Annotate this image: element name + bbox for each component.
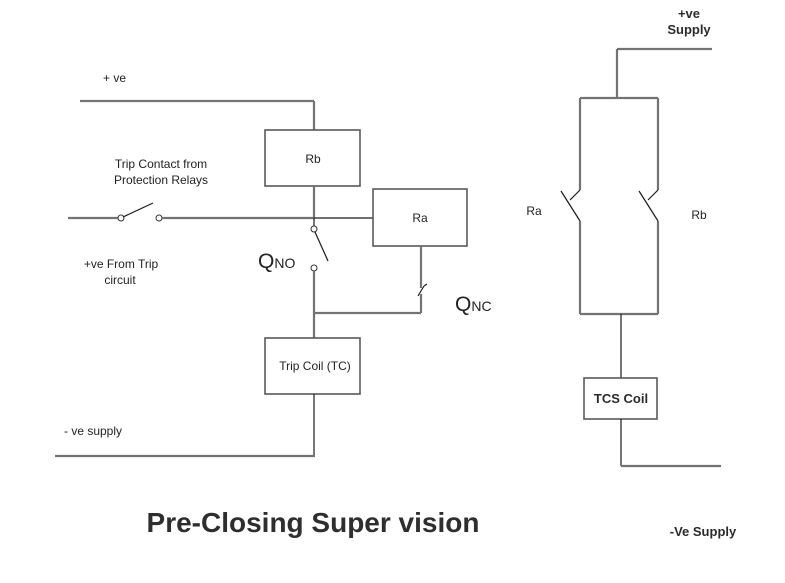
relay-rb-box	[264, 129, 361, 187]
trip-input-label-line1: +ve From Trip	[84, 257, 159, 271]
trip-contact-blade	[122, 202, 154, 218]
qnc-contact-tip	[423, 283, 428, 287]
diagram-title: Pre-Closing Super vision	[147, 507, 480, 538]
right-rb-label: Rb	[691, 208, 707, 222]
qnc-contact-mark	[417, 285, 425, 297]
qno-blade	[314, 231, 329, 262]
ra-contact-hook	[569, 189, 581, 201]
trip-coil-label: Trip Coil (TC)	[279, 359, 351, 373]
ra-contact-blade	[560, 190, 581, 222]
tcs-coil-label: TCS Coil	[594, 391, 648, 406]
qnc-label: QNC	[455, 293, 492, 316]
positive-label: + ve	[103, 71, 126, 85]
trip-contact-label-line2: Protection Relays	[114, 173, 208, 187]
trip-contact-terminal-right	[155, 214, 163, 222]
qno-terminal-top	[310, 225, 318, 233]
trip-contact-label-line1: Trip Contact from	[115, 157, 207, 171]
negative-label: - ve supply	[64, 424, 122, 438]
right-positive-label-line2: Supply	[667, 22, 711, 37]
tcs-coil-box	[583, 377, 658, 420]
trip-coil-box	[264, 337, 361, 395]
relay-ra-box	[372, 188, 468, 247]
rb-contact-blade	[638, 190, 659, 222]
right-negative-label: -Ve Supply	[670, 524, 737, 539]
right-ra-label: Ra	[526, 204, 542, 218]
relay-rb-label: Rb	[305, 152, 321, 166]
rb-contact-hook	[647, 189, 659, 201]
qno-label: QNO	[258, 250, 295, 273]
right-positive-label-line1: +ve	[678, 6, 700, 21]
qno-terminal-bottom	[310, 264, 318, 272]
relay-ra-label: Ra	[412, 211, 428, 225]
trip-contact-terminal-left	[117, 214, 125, 222]
trip-input-label-line2: circuit	[104, 273, 136, 287]
